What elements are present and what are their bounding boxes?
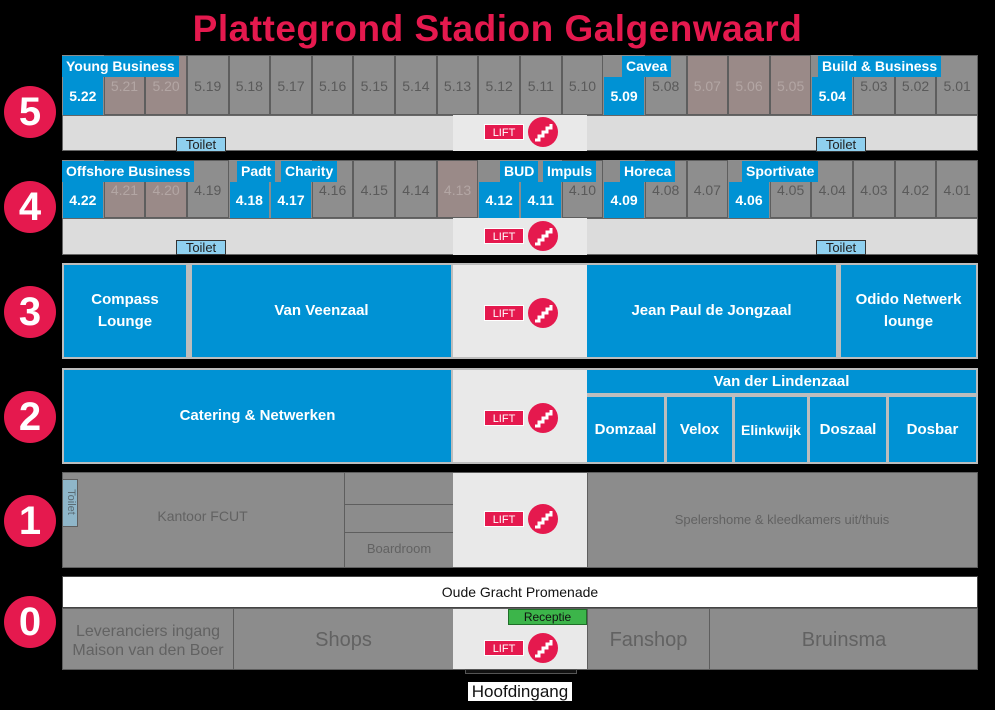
floor-badge-4: 4 [4,181,56,233]
room-5-18: 5.18 [228,55,271,115]
room-5-16: 5.16 [311,55,354,115]
stairs-icon [528,403,558,433]
floor-badge-3: 3 [4,286,56,338]
room-4-18[interactable]: 4.18 [229,182,270,218]
hoofdingang: Hoofdingang [440,682,600,702]
lift-label: LIFT [484,511,524,527]
lift-label: LIFT [484,305,524,321]
room-4-14: 4.14 [395,160,437,218]
floor-4-toilet-left: Toilet [176,240,226,255]
doszaal[interactable]: Doszaal [810,397,886,462]
office-cell-2 [345,505,453,533]
stairs-icon [528,221,558,251]
compass-lounge[interactable]: Compass Lounge [64,265,186,357]
room-5-06: 5.06 [728,55,770,115]
room-5-07: 5.07 [686,55,729,115]
floor-5-toilet-right: Toilet [816,137,866,152]
room-5-15: 5.15 [353,55,396,115]
tag-charity: Charity [281,161,338,182]
office-cell-1 [345,473,453,505]
room-4-13: 4.13 [436,160,479,218]
velox[interactable]: Velox [667,397,732,462]
room-5-14: 5.14 [395,55,437,115]
main-entrance-mat [465,669,577,674]
lift-label: LIFT [484,124,524,140]
spelershome-area [587,473,977,567]
room-5-11: 5.11 [520,55,562,115]
page-title: Plattegrond Stadion Galgenwaard [192,8,803,49]
floor-badge-2: 2 [4,391,56,443]
room-5-10: 5.10 [561,55,604,115]
room-5-13: 5.13 [436,55,479,115]
tag-horeca: Horeca [620,161,676,182]
stairs-icon [528,117,558,147]
kantoor-fcut-area [62,473,345,567]
floor-4-toilet-right: Toilet [816,240,866,255]
stairs-icon [528,504,558,534]
room-5-01: 5.01 [936,55,978,115]
fanshop-area [587,608,710,670]
tag-sportivate: Sportivate [742,161,819,182]
shops: Shops [315,629,372,651]
room-4-07: 4.07 [686,160,729,218]
stairs-icon [528,298,558,328]
leveranciers-ingang: Leveranciers ingang [75,623,221,640]
tag-impuls: Impuls [543,161,597,182]
room-4-01: 4.01 [936,160,978,218]
lift-label: LIFT [484,410,524,426]
maison-van-den-boer: Maison van den Boer [72,642,224,659]
tag-padt: Padt [237,161,276,182]
room-4-22[interactable]: 4.22 [63,182,103,218]
stairs-icon [528,633,558,663]
spelershome-kleedkamers: Spelershome & kleedkamers uit/thuis [674,512,890,527]
bruinsma: Bruinsma [801,629,887,651]
domzaal[interactable]: Domzaal [587,397,664,462]
room-4-15: 4.15 [353,160,396,218]
room-5-04[interactable]: 5.04 [812,77,853,115]
floor-badge-0: 0 [4,596,56,648]
tag-bud: BUD [500,161,539,182]
catering-netwerken[interactable]: Catering & Netwerken [64,370,451,462]
tag-offshore-business: Offshore Business [62,161,195,182]
room-5-09[interactable]: 5.09 [604,77,644,115]
room-5-05: 5.05 [769,55,812,115]
van-der-lindenzaal[interactable]: Van der Lindenzaal [587,370,976,393]
room-4-02: 4.02 [894,160,937,218]
oude-gracht-promenade: Oude Gracht Promenade [62,576,978,608]
tag-cavea: Cavea [622,56,672,77]
boardroom: Boardroom [366,541,432,556]
room-4-17[interactable]: 4.17 [271,182,311,218]
receptie: Receptie [508,609,587,625]
room-5-12: 5.12 [478,55,520,115]
tag-young-business: Young Business [62,56,179,77]
tag-build-business: Build & Business [818,56,942,77]
floor-1-toilet: Toilet [62,479,78,527]
leveranciers-area: Leveranciers ingang Maison van den Boer [62,608,234,670]
room-5-19: 5.19 [186,55,229,115]
lift-label: LIFT [484,228,524,244]
room-4-06[interactable]: 4.06 [729,182,769,218]
room-4-03: 4.03 [853,160,895,218]
room-5-17: 5.17 [270,55,312,115]
room-4-04: 4.04 [811,160,854,218]
kantoor-fcut: Kantoor FCUT [157,508,248,524]
hoofdingang-label: Hoofdingang [467,682,573,701]
lift-label: LIFT [484,640,524,656]
odido-netwerk-lounge[interactable]: Odido Netwerk lounge [841,265,976,357]
fanshop: Fanshop [609,629,688,651]
floor-1-toilet-label: Toilet [65,489,77,515]
jean-paul-de-jongzaal[interactable]: Jean Paul de Jongzaal [587,265,836,357]
floor-badge-5: 5 [4,86,56,138]
floor-5-toilet-left: Toilet [176,137,226,152]
elinkwijk[interactable]: Elinkwijk [735,397,807,462]
dosbar[interactable]: Dosbar [889,397,976,462]
room-4-09[interactable]: 4.09 [604,182,644,218]
room-4-11[interactable]: 4.11 [521,182,561,218]
room-5-22[interactable]: 5.22 [63,77,103,115]
van-veenzaal[interactable]: Van Veenzaal [192,265,451,357]
floor-badge-1: 1 [4,495,56,547]
room-4-12[interactable]: 4.12 [479,182,519,218]
